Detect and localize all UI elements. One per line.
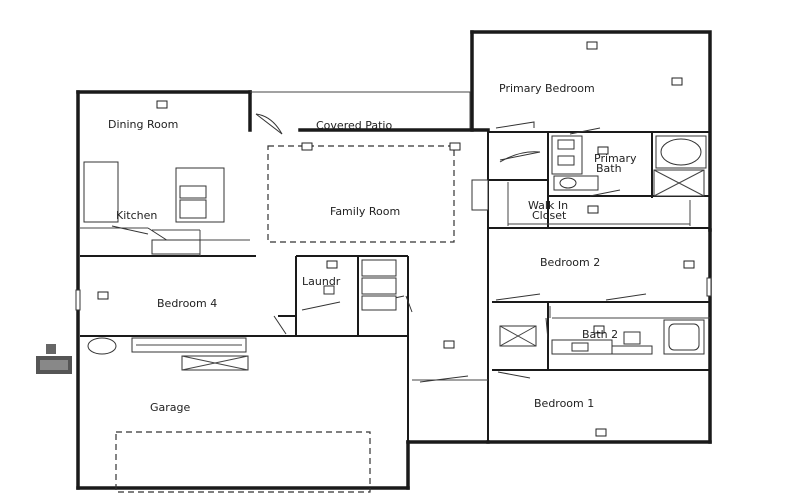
label-garage: Garage (150, 401, 191, 414)
family-room-ceiling-outline (267, 145, 455, 243)
label-primary-bedroom: Primary Bedroom (499, 82, 595, 95)
fixtures (75, 135, 712, 371)
label-walk-in-closet-1: Walk In (528, 199, 568, 212)
label-bedroom-2: Bedroom 2 (540, 256, 600, 269)
label-kitchen: Kitchen (116, 209, 157, 222)
label-primary-bath-1: Primary (594, 152, 637, 165)
ceiling-light-icon (97, 41, 695, 437)
exterior-walls (76, 30, 712, 490)
label-walk-in-closet-2: Closet (532, 209, 567, 222)
label-family-room: Family Room (330, 205, 400, 218)
compass-icon (36, 344, 72, 374)
label-bedroom-4: Bedroom 4 (157, 297, 217, 310)
garage-door-outline (115, 431, 371, 493)
label-primary-bath-2: Bath (596, 162, 622, 175)
label-bedroom-1: Bedroom 1 (534, 397, 594, 410)
doors (111, 113, 647, 383)
label-dining-room: Dining Room (108, 118, 178, 131)
room-labels: Primary Bedroom Dining Room Covered Pati… (108, 82, 637, 414)
label-bath-2: Bath 2 (582, 328, 618, 341)
label-covered-patio: Covered Patio (316, 119, 392, 132)
label-laundry: Laundr (302, 275, 341, 288)
